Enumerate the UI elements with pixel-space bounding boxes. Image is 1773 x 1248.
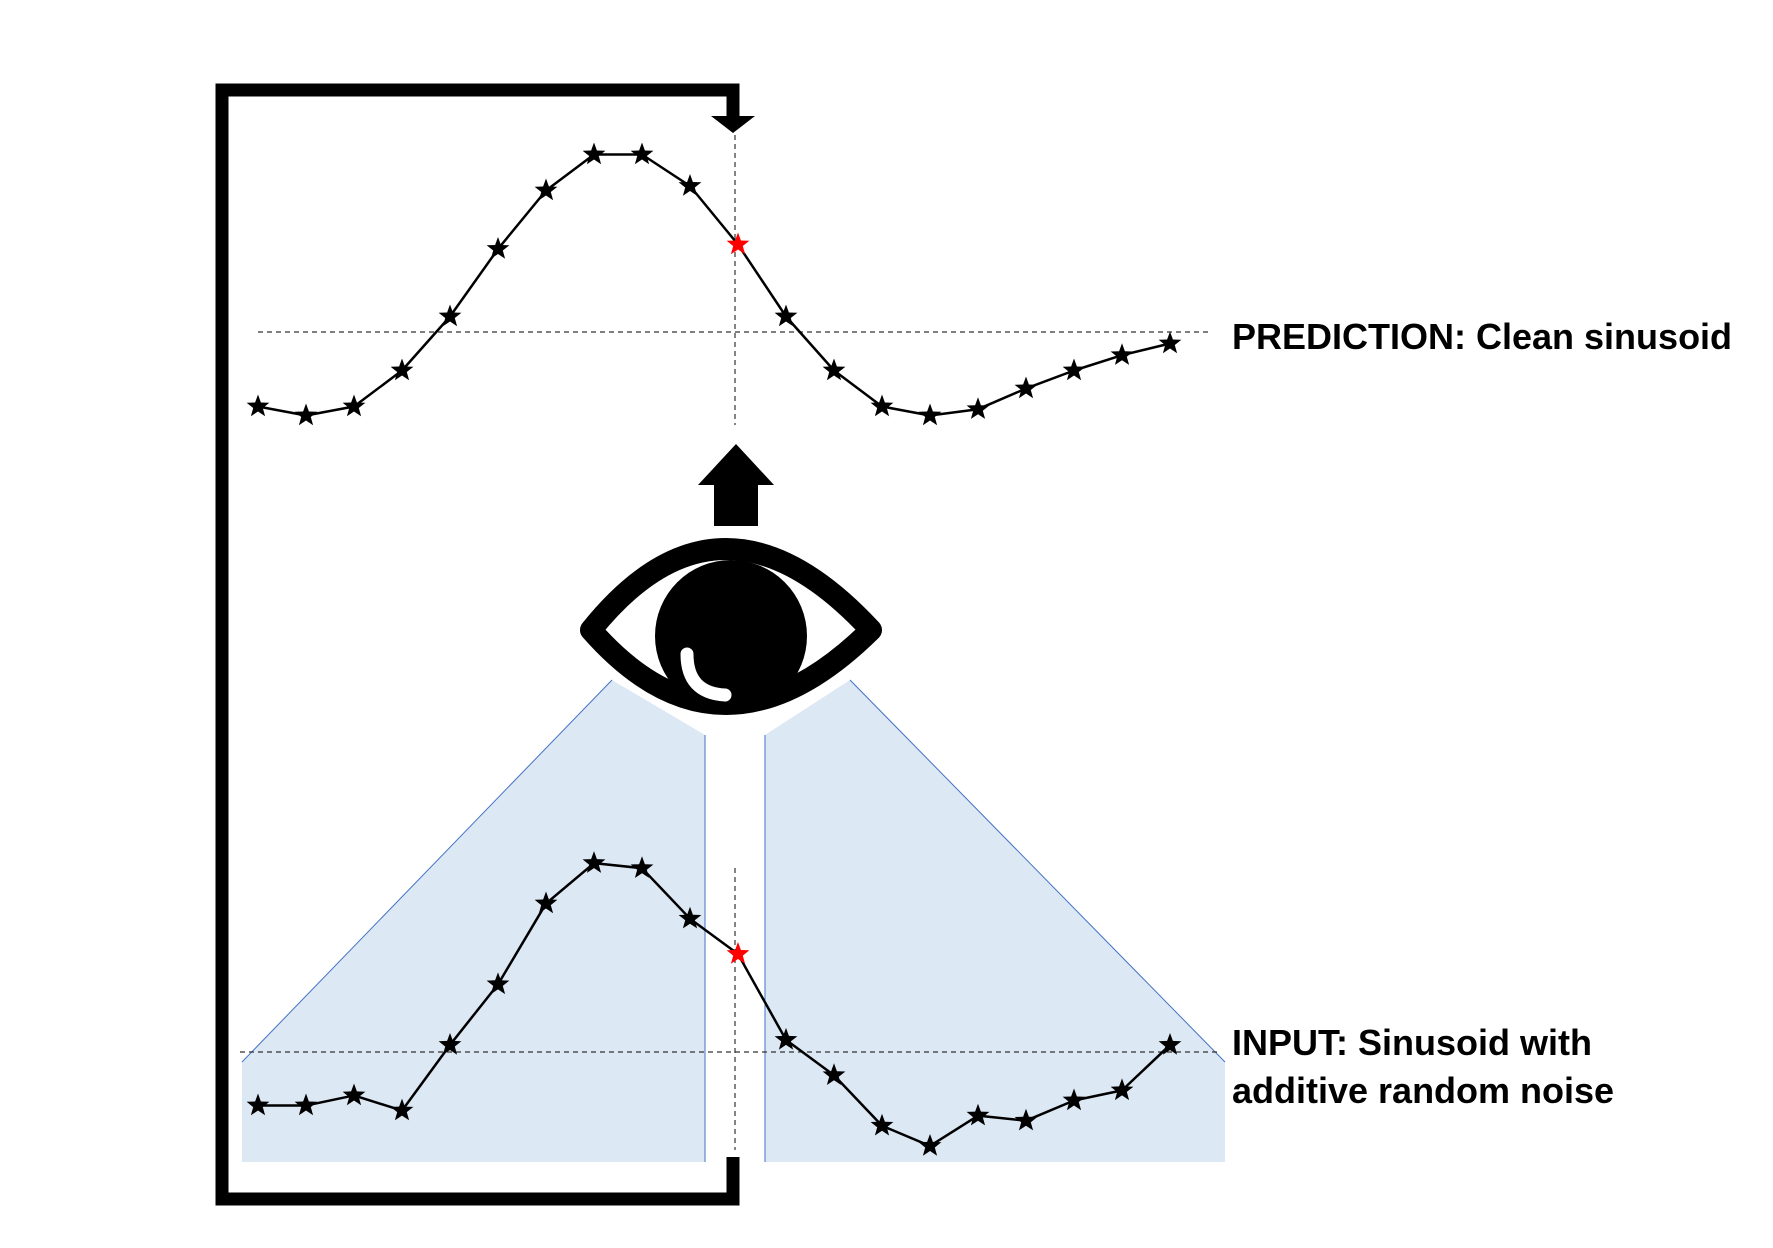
field-of-view-left xyxy=(242,680,705,1162)
field-of-view-right xyxy=(765,680,1225,1162)
prediction-line xyxy=(257,153,1171,417)
input-star-icon xyxy=(534,891,558,914)
prediction-highlight-star-icon xyxy=(726,232,750,255)
prediction-star-icon xyxy=(1062,358,1086,381)
prediction-star-icon xyxy=(678,174,702,196)
input-star-icon xyxy=(1110,1078,1134,1101)
input-label-line-1: INPUT: Sinusoid with xyxy=(1232,1022,1592,1063)
prediction-star-icon xyxy=(390,358,414,381)
prediction-star-icon xyxy=(966,397,990,419)
field-of-view-left-edge xyxy=(241,679,613,1063)
prediction-star-icon xyxy=(438,304,462,327)
input-star-icon xyxy=(678,906,702,929)
feedback-loop-arrow-icon xyxy=(215,83,755,1206)
prediction-star-icon xyxy=(582,142,606,165)
input-line xyxy=(258,861,1171,1148)
input-series xyxy=(246,851,1182,1156)
eye-pupil xyxy=(655,560,807,712)
reference-lines xyxy=(240,135,1220,1150)
input-star-icon xyxy=(246,1093,270,1116)
prediction-label: PREDICTION: Clean sinusoid xyxy=(1232,316,1733,357)
input-star-icon xyxy=(582,851,606,873)
prediction-star-icon xyxy=(246,394,270,417)
input-star-icon xyxy=(486,972,510,995)
input-star-icon xyxy=(822,1063,846,1085)
eye-icon xyxy=(580,538,882,715)
prediction-series xyxy=(246,142,1182,426)
input-star-icon xyxy=(1158,1033,1182,1055)
prediction-star-icon xyxy=(534,178,558,201)
input-star-icon xyxy=(294,1093,318,1116)
input-star-icon xyxy=(342,1083,366,1106)
input-star-icon xyxy=(1014,1108,1038,1131)
input-star-icon xyxy=(390,1098,414,1121)
input-label: INPUT: Sinusoid with additive random noi… xyxy=(1232,1019,1614,1115)
input-star-icon xyxy=(966,1103,990,1126)
input-highlight-star-icon xyxy=(726,942,750,964)
prediction-star-icon xyxy=(822,358,846,381)
input-star-icon xyxy=(870,1113,894,1136)
input-star-icon xyxy=(918,1134,942,1156)
field-of-view xyxy=(241,679,1226,1162)
input-star-icon xyxy=(438,1033,462,1055)
field-of-view-right-edge xyxy=(849,679,1226,1063)
up-arrow-icon xyxy=(698,444,774,526)
prediction-star-icon xyxy=(870,394,894,417)
prediction-star-icon xyxy=(294,403,318,426)
input-label-line-2: additive random noise xyxy=(1232,1070,1615,1111)
prediction-star-icon xyxy=(486,237,510,259)
prediction-star-icon xyxy=(1110,343,1134,365)
input-star-icon xyxy=(774,1027,798,1050)
prediction-star-icon xyxy=(1158,331,1182,354)
prediction-star-icon xyxy=(774,304,798,327)
prediction-star-icon xyxy=(918,403,942,426)
input-star-icon xyxy=(1062,1088,1086,1111)
input-star-icon xyxy=(630,856,654,878)
prediction-star-icon xyxy=(342,394,366,417)
prediction-star-icon xyxy=(630,142,654,165)
prediction-star-icon xyxy=(1014,376,1038,399)
